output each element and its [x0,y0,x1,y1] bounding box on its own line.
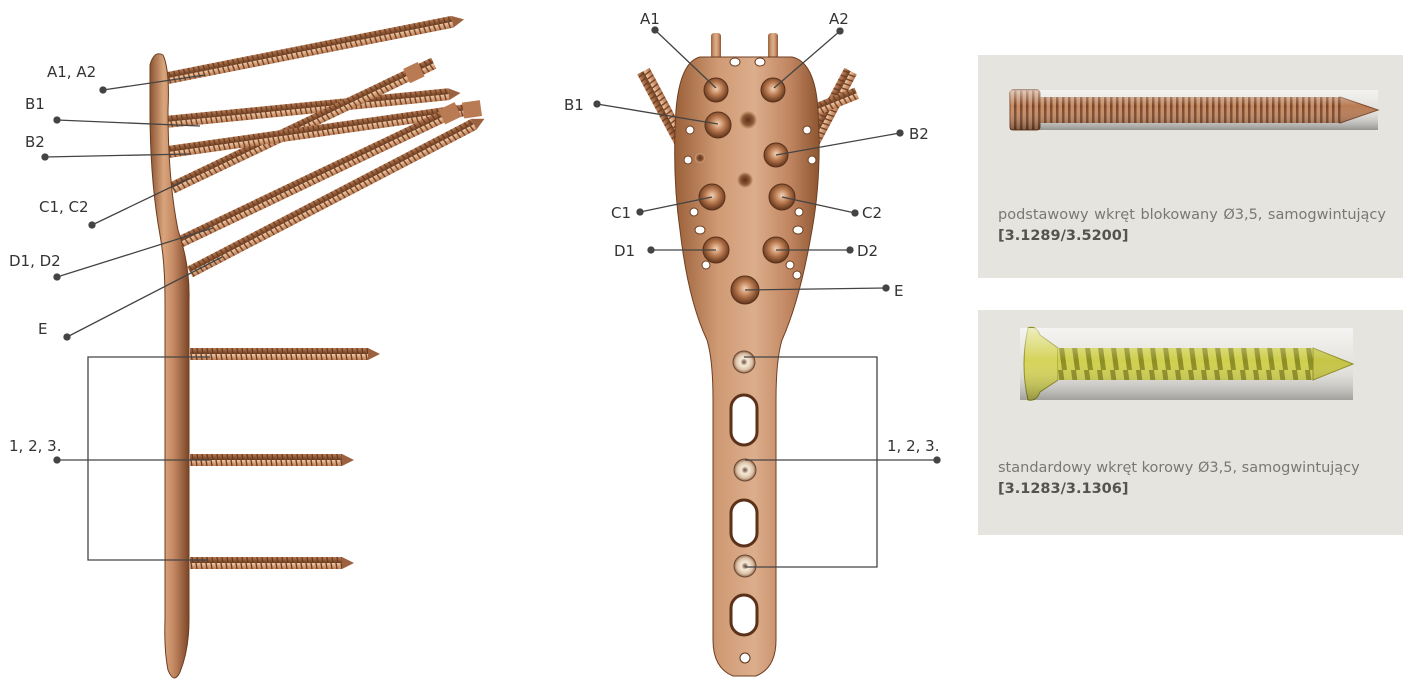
label-side-b2: B2 [25,133,45,151]
cortex-screw-description: standardowy wkręt korowy Ø3,5, samogwint… [998,460,1360,476]
label-side-e: E [38,320,47,338]
label-side-a: A1, A2 [47,63,96,81]
locking-screw-caption: podstawowy wkręt blokowany Ø3,5, samo­gw… [998,205,1386,247]
label-front-a1: A1 [640,10,660,28]
screw-3 [190,557,354,569]
label-front-b1: B1 [564,96,584,114]
screw-1 [190,348,380,360]
screw-2 [190,454,354,466]
label-front-d1: D1 [614,242,635,260]
head-b1 [705,112,731,138]
hole-center-3 [695,153,705,163]
cortex-screw-code: [3.1283/3.1306] [998,481,1128,497]
slot-3 [731,595,757,635]
label-front-shaft: 1, 2, 3. [887,437,939,455]
slot-2 [731,500,757,546]
side-view: A1, A2 B1 B2 C1, C2 D1, D2 E 1, 2, 3. [9,14,487,679]
label-side-shaft: 1, 2, 3. [9,437,61,455]
cortex-screw-icon [978,310,1403,420]
label-front-d2: D2 [857,242,878,260]
locking-screw-description: podstawowy wkręt blokowany Ø3,5, samo­gw… [998,207,1386,223]
label-front-b2: B2 [909,125,929,143]
label-front-e: E [894,282,903,300]
hole-center-1 [739,111,757,129]
front-shaft [731,351,757,663]
head-2 [734,459,756,481]
label-side-c: C1, C2 [39,198,89,216]
locking-screw-icon [978,55,1403,165]
slot-1 [731,395,757,445]
label-side-d: D1, D2 [9,252,61,270]
hole-center-2 [737,172,753,188]
label-front-c2: C2 [862,204,882,222]
head-a1 [704,78,728,102]
cortex-screw-caption: standardowy wkręt korowy Ø3,5, samogwint… [998,458,1386,500]
head-3 [734,555,756,577]
label-front-a2: A2 [829,10,849,28]
label-side-b1: B1 [25,95,45,113]
locking-screw-code: [3.1289/3.5200] [998,228,1128,244]
head-1 [733,351,755,373]
front-view: A1 A2 B1 B2 C1 C2 D1 D2 E 1, 2, 3. [564,10,940,676]
tip-hole [740,653,750,663]
locking-screw-panel: podstawowy wkręt blokowany Ø3,5, samo­gw… [978,55,1403,278]
cortex-screw-panel: standardowy wkręt korowy Ø3,5, samogwint… [978,310,1403,535]
label-front-c1: C1 [611,204,631,222]
